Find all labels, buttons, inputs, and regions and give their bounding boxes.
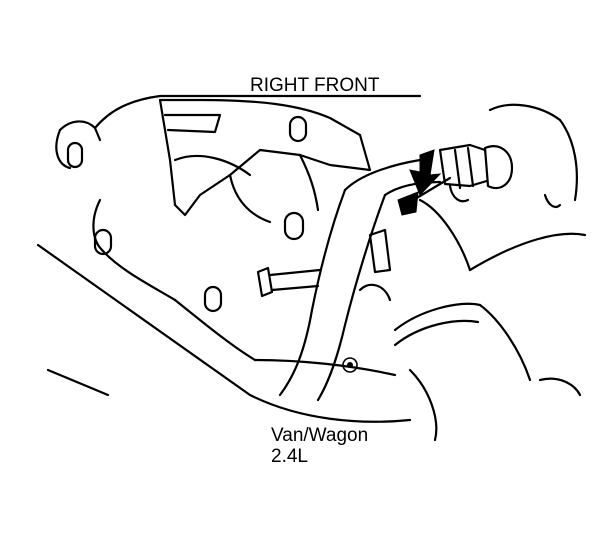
manifold-top xyxy=(158,98,372,224)
lower-housing xyxy=(36,243,412,423)
model-label-line2: 2.4L xyxy=(271,446,308,467)
left-fitting xyxy=(256,266,322,298)
hose-clamp-fitting xyxy=(438,103,578,203)
right-components xyxy=(358,193,587,442)
orientation-label: RIGHT FRONT xyxy=(250,75,380,96)
coolant-hose xyxy=(278,158,442,402)
indicator-arrows xyxy=(397,149,452,216)
model-label: Van/Wagon 2.4L xyxy=(271,425,368,467)
bolt-bosses xyxy=(66,115,358,373)
engine-block-outline xyxy=(55,94,422,302)
model-label-line1: Van/Wagon xyxy=(271,425,369,446)
